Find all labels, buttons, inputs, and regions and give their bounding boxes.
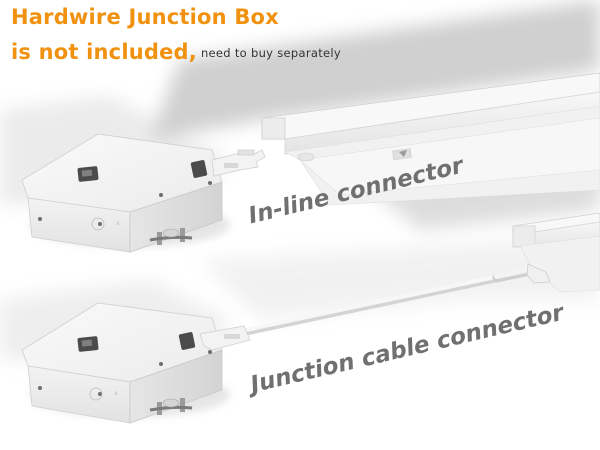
headline-line-2: is not included,need to buy separately bbox=[11, 40, 341, 64]
svg-text:x: x bbox=[114, 390, 118, 397]
inline-connector bbox=[211, 149, 266, 177]
upper-junction-box: x bbox=[21, 133, 230, 253]
headline-not-included: is not included, bbox=[11, 40, 197, 64]
lower-junction-box: x bbox=[21, 302, 251, 424]
headline-line-1: Hardwire Junction Box bbox=[11, 5, 279, 29]
lower-light-bar bbox=[512, 212, 600, 293]
purchase-note: need to buy separately bbox=[200, 46, 341, 60]
junction-cable bbox=[214, 263, 551, 342]
upper-light-bar bbox=[261, 72, 600, 206]
svg-text:x: x bbox=[116, 220, 120, 227]
